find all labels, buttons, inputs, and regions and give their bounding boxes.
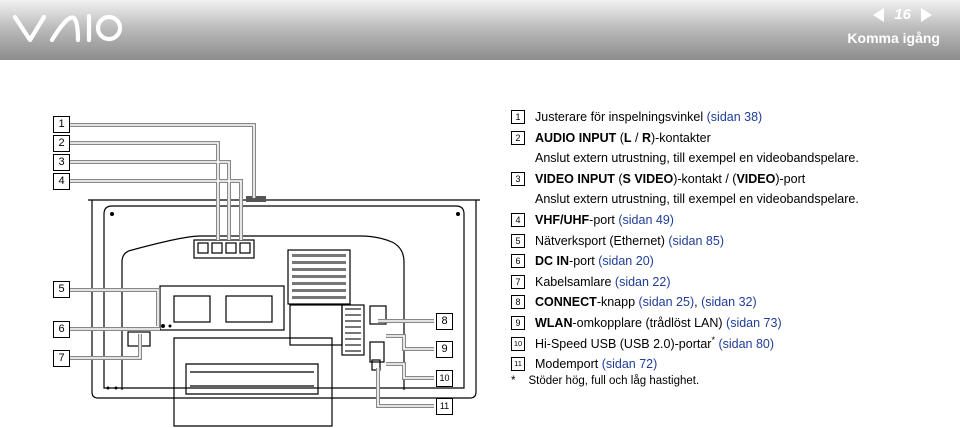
legend-text-part: DC IN xyxy=(535,254,570,269)
callout-2: 2 xyxy=(53,135,70,152)
legend-text-part: VHF/UHF xyxy=(535,212,590,227)
callout-9: 9 xyxy=(436,341,453,358)
legend-item: 9 WLAN-omkopplare (trådlöst LAN) (sidan 7… xyxy=(511,313,951,334)
page-reference-link[interactable]: (sidan 32) xyxy=(701,295,757,310)
legend-number: 8 xyxy=(511,295,525,310)
legend-text-part: VIDEO xyxy=(736,171,776,186)
legend-item: 8 CONNECT-knapp (sidan 25), (sidan 32) xyxy=(511,292,951,313)
legend-text-part: VIDEO INPUT xyxy=(535,171,615,186)
page-reference-link[interactable]: (sidan 49) xyxy=(618,212,674,227)
legend-text: VIDEO INPUT (S VIDEO)-kontakt / (VIDEO)-… xyxy=(535,169,951,210)
callout-5: 5 xyxy=(53,281,70,298)
legend-text: CONNECT-knapp (sidan 25), (sidan 32) xyxy=(535,292,951,313)
legend-number: 4 xyxy=(511,212,525,227)
legend-item: 6 DC IN-port (sidan 20) xyxy=(511,251,951,272)
next-page-arrow-icon[interactable] xyxy=(921,7,932,22)
legend-item: 7 Kabelsamlare (sidan 22) xyxy=(511,272,951,293)
callout-4: 4 xyxy=(53,173,70,190)
page-reference-link[interactable]: (sidan 38) xyxy=(706,110,763,124)
legend-text-part: CONNECT xyxy=(535,295,597,310)
legend-text-part: , xyxy=(694,295,702,310)
legend-number: 11 xyxy=(511,357,525,372)
page-reference-link[interactable]: (sidan 20) xyxy=(598,254,654,269)
legend-item: 3 VIDEO INPUT (S VIDEO)-kontakt / (VIDEO)… xyxy=(511,169,951,210)
legend-text: Nätverksport (Ethernet) (sidan 85) xyxy=(535,231,951,252)
page-number: 16 xyxy=(894,6,911,23)
legend-text: Kabelsamlare (sidan 22) xyxy=(535,272,951,293)
legend-text-part: Modemport xyxy=(535,357,602,372)
legend-text-part: R xyxy=(641,130,651,145)
legend-number: 2 xyxy=(511,130,525,145)
legend-number: 5 xyxy=(511,233,525,248)
port-legend: 1 Justerare för inspelningsvinkel (sidan … xyxy=(511,107,951,375)
page-reference-link[interactable]: (sidan 25) xyxy=(638,295,695,310)
page-reference-link[interactable]: (sidan 80) xyxy=(718,336,775,351)
legend-number: 7 xyxy=(511,274,525,289)
callout-11: 11 xyxy=(436,398,453,415)
legend-item: 10 Hi-Speed USB (USB 2.0)-portar* (sidan … xyxy=(511,334,951,355)
legend-text: WLAN-omkopplare (trådlöst LAN) (sidan 73… xyxy=(535,313,951,334)
legend-text-part: Kabelsamlare xyxy=(535,274,615,289)
legend-text-part: )-kontakt / ( xyxy=(673,171,737,186)
legend-number: 9 xyxy=(511,315,525,330)
legend-text-part: -knapp xyxy=(596,295,639,310)
page-navigation: 16 xyxy=(873,6,932,23)
legend-number: 1 xyxy=(511,110,525,124)
legend-text-part: * xyxy=(711,334,715,345)
legend-number: 3 xyxy=(511,171,525,186)
legend-text-part: )-kontakter xyxy=(650,130,711,145)
legend-text-part: L xyxy=(623,130,632,145)
legend-description: Anslut extern utrustning, till exempel e… xyxy=(535,192,859,207)
callout-6: 6 xyxy=(53,321,70,338)
legend-text: Justerare för inspelningsvinkel (sidan 3… xyxy=(535,107,951,128)
page-reference-link[interactable]: (sidan 22) xyxy=(614,274,671,289)
legend-text-part: S VIDEO xyxy=(622,171,674,186)
legend-text: Modemport (sidan 72) xyxy=(535,354,951,375)
page-reference-link[interactable]: (sidan 73) xyxy=(726,315,782,330)
legend-item: 4 VHF/UHF-port (sidan 49) xyxy=(511,210,951,231)
legend-item: 5 Nätverksport (Ethernet) (sidan 85) xyxy=(511,231,951,252)
previous-page-arrow-icon[interactable] xyxy=(873,7,885,22)
footnote-marker: * xyxy=(511,375,516,387)
legend-text: DC IN-port (sidan 20) xyxy=(535,251,951,272)
callout-3: 3 xyxy=(53,154,70,171)
legend-text-part: AUDIO INPUT xyxy=(535,130,617,145)
page-header: 16 Komma igång xyxy=(0,0,960,60)
footnote: * Stöder hög, full och låg hastighet. xyxy=(511,375,699,387)
legend-item: 11 Modemport (sidan 72) xyxy=(511,354,951,375)
legend-text: VHF/UHF-port (sidan 49) xyxy=(535,210,951,231)
section-title: Komma igång xyxy=(847,30,940,46)
callout-8: 8 xyxy=(436,313,453,330)
legend-item: 1 Justerare för inspelningsvinkel (sidan … xyxy=(511,107,951,128)
legend-number: 10 xyxy=(511,336,525,351)
callout-7: 7 xyxy=(53,350,70,367)
legend-number: 6 xyxy=(511,254,525,269)
footnote-text: Stöder hög, full och låg hastighet. xyxy=(528,375,700,387)
legend-description: Anslut extern utrustning, till exempel e… xyxy=(535,151,859,166)
page-reference-link[interactable]: (sidan 72) xyxy=(601,357,658,372)
legend-text-part: ( xyxy=(614,171,623,186)
page-reference-link[interactable]: (sidan 85) xyxy=(668,233,724,248)
callout-1: 1 xyxy=(53,116,70,133)
legend-text-part: )-port xyxy=(775,171,806,186)
legend-text-part: ( xyxy=(616,130,624,145)
legend-text: Hi-Speed USB (USB 2.0)-portar* (sidan 80… xyxy=(535,334,951,355)
legend-text-part: -omkopplare (trådlöst LAN) xyxy=(572,315,727,330)
legend-text-part: -port xyxy=(589,212,619,227)
legend-text-part: Justerare för inspelningsvinkel xyxy=(535,110,707,124)
legend-text-part: Nätverksport (Ethernet) xyxy=(535,233,669,248)
legend-text-part: Hi-Speed USB (USB 2.0)-portar xyxy=(535,336,712,351)
vaio-logo xyxy=(12,13,123,43)
callout-10: 10 xyxy=(436,370,453,387)
legend-text-part: WLAN xyxy=(535,315,573,330)
legend-text-part: -port xyxy=(569,254,599,269)
legend-text-part: / xyxy=(631,130,642,145)
